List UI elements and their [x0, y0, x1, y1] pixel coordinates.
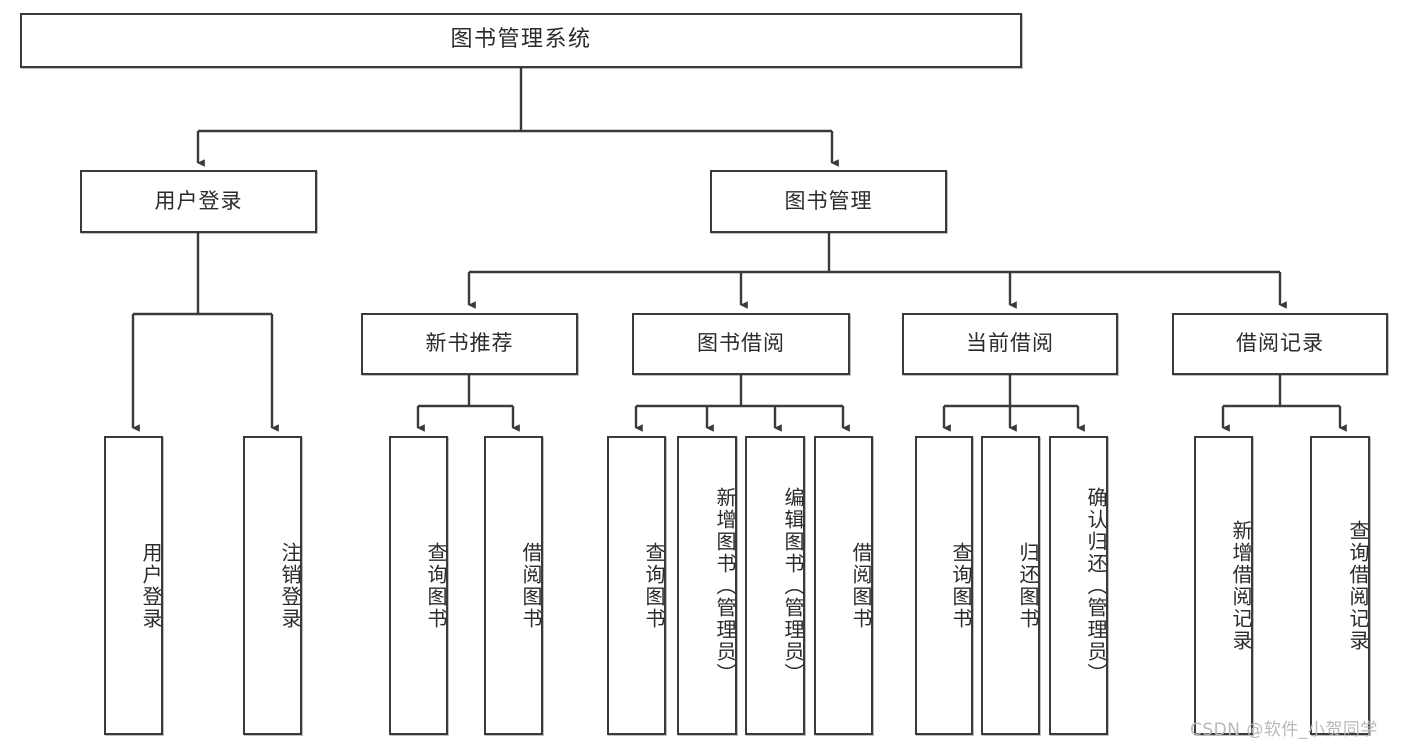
node-leaf-edit-book-label: 编辑图书（管理员）	[781, 486, 805, 685]
node-leaf-user-login[interactable]: 用户登录	[104, 436, 163, 735]
node-book-borrow-label: 图书借阅	[697, 331, 785, 356]
node-current-borrow[interactable]: 当前借阅	[902, 313, 1118, 375]
node-leaf-query-record[interactable]: 查询借阅记录	[1310, 436, 1370, 735]
node-root[interactable]: 图书管理系统	[20, 13, 1022, 68]
node-book-manage[interactable]: 图书管理	[710, 170, 947, 233]
node-borrow-record-label: 借阅记录	[1236, 331, 1324, 356]
node-leaf-add-record-label: 新增借阅记录	[1229, 519, 1253, 652]
node-book-borrow[interactable]: 图书借阅	[632, 313, 850, 375]
node-leaf-add-book-label: 新增图书（管理员）	[713, 486, 737, 685]
node-leaf-confirm-return[interactable]: 确认归还（管理员）	[1049, 436, 1108, 735]
node-leaf-edit-book[interactable]: 编辑图书（管理员）	[745, 436, 805, 735]
node-new-book-recommend-label: 新书推荐	[425, 331, 514, 356]
node-leaf-user-login-label: 用户登录	[139, 541, 163, 630]
node-leaf-query-book-2[interactable]: 查询图书	[607, 436, 666, 735]
node-leaf-query-book-1-label: 查询图书	[424, 541, 448, 630]
node-leaf-add-record[interactable]: 新增借阅记录	[1194, 436, 1253, 735]
node-leaf-query-book-1[interactable]: 查询图书	[389, 436, 448, 735]
node-leaf-query-book-3[interactable]: 查询图书	[915, 436, 973, 735]
node-leaf-borrow-book-2[interactable]: 借阅图书	[814, 436, 873, 735]
node-user-login-label: 用户登录	[154, 188, 243, 213]
node-leaf-logout-login-label: 注销登录	[278, 541, 302, 630]
node-borrow-record[interactable]: 借阅记录	[1172, 313, 1388, 375]
node-leaf-borrow-book-1[interactable]: 借阅图书	[484, 436, 543, 735]
node-leaf-query-book-2-label: 查询图书	[642, 541, 666, 630]
node-user-login[interactable]: 用户登录	[80, 170, 317, 233]
node-leaf-borrow-book-2-label: 借阅图书	[849, 541, 873, 630]
node-leaf-query-book-3-label: 查询图书	[949, 541, 973, 630]
node-leaf-borrow-book-1-label: 借阅图书	[519, 541, 543, 630]
node-leaf-add-book[interactable]: 新增图书（管理员）	[677, 436, 737, 735]
node-leaf-return-book-label: 归还图书	[1016, 541, 1040, 630]
node-leaf-confirm-return-label: 确认归还（管理员）	[1084, 486, 1108, 685]
node-book-manage-label: 图书管理	[784, 188, 873, 213]
watermark: CSDN @软件_小贺同学	[1190, 720, 1378, 740]
node-leaf-logout-login[interactable]: 注销登录	[243, 436, 302, 735]
node-new-book-recommend[interactable]: 新书推荐	[361, 313, 578, 375]
node-root-label: 图书管理系统	[450, 27, 592, 53]
node-leaf-query-record-label: 查询借阅记录	[1346, 519, 1370, 652]
node-leaf-return-book[interactable]: 归还图书	[981, 436, 1040, 735]
node-current-borrow-label: 当前借阅	[966, 331, 1054, 356]
